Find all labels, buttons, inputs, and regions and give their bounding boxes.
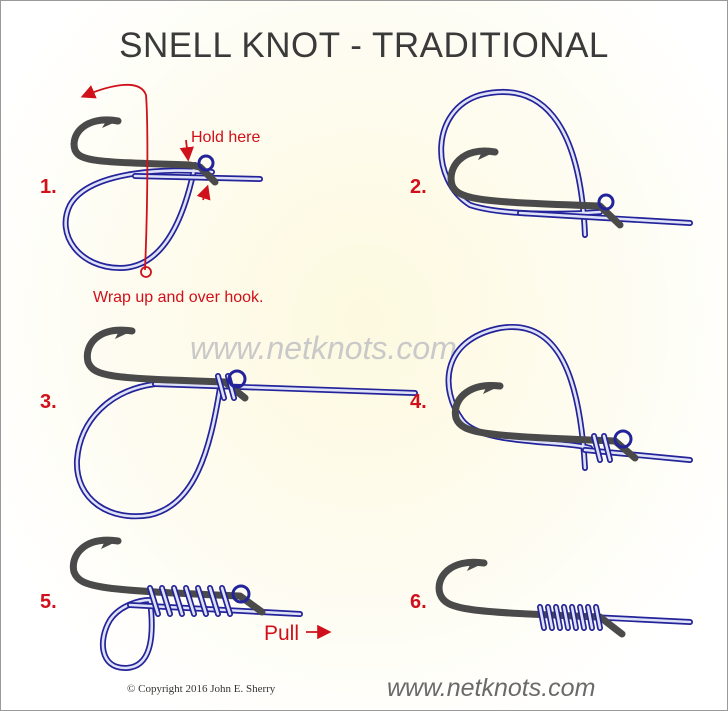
step-5-illustration [69, 536, 332, 672]
step-3-number: 3. [40, 391, 57, 413]
step-2-number: 2. [410, 176, 427, 198]
wrap-instruction-label: Wrap up and over hook. [93, 289, 264, 306]
step-3-illustration [73, 326, 418, 520]
pull-label: Pull [264, 622, 300, 645]
step-6-number: 6. [410, 591, 427, 613]
watermark: www.netknots.com [190, 330, 457, 366]
step-4-illustration [445, 323, 693, 471]
page-title: SNELL KNOT - TRADITIONAL [119, 26, 609, 65]
step-1-number: 1. [40, 176, 57, 198]
step-5-number: 5. [40, 591, 57, 613]
step-4-number: 4. [410, 391, 427, 413]
step-6-illustration [435, 558, 693, 638]
hold-here-label: Hold here [191, 129, 261, 146]
footer-website: www.netknots.com [387, 674, 596, 702]
copyright-text: © Copyright 2016 John E. Sherry [127, 683, 276, 695]
step-2-illustration [438, 88, 693, 238]
step-1-illustration [62, 83, 263, 278]
